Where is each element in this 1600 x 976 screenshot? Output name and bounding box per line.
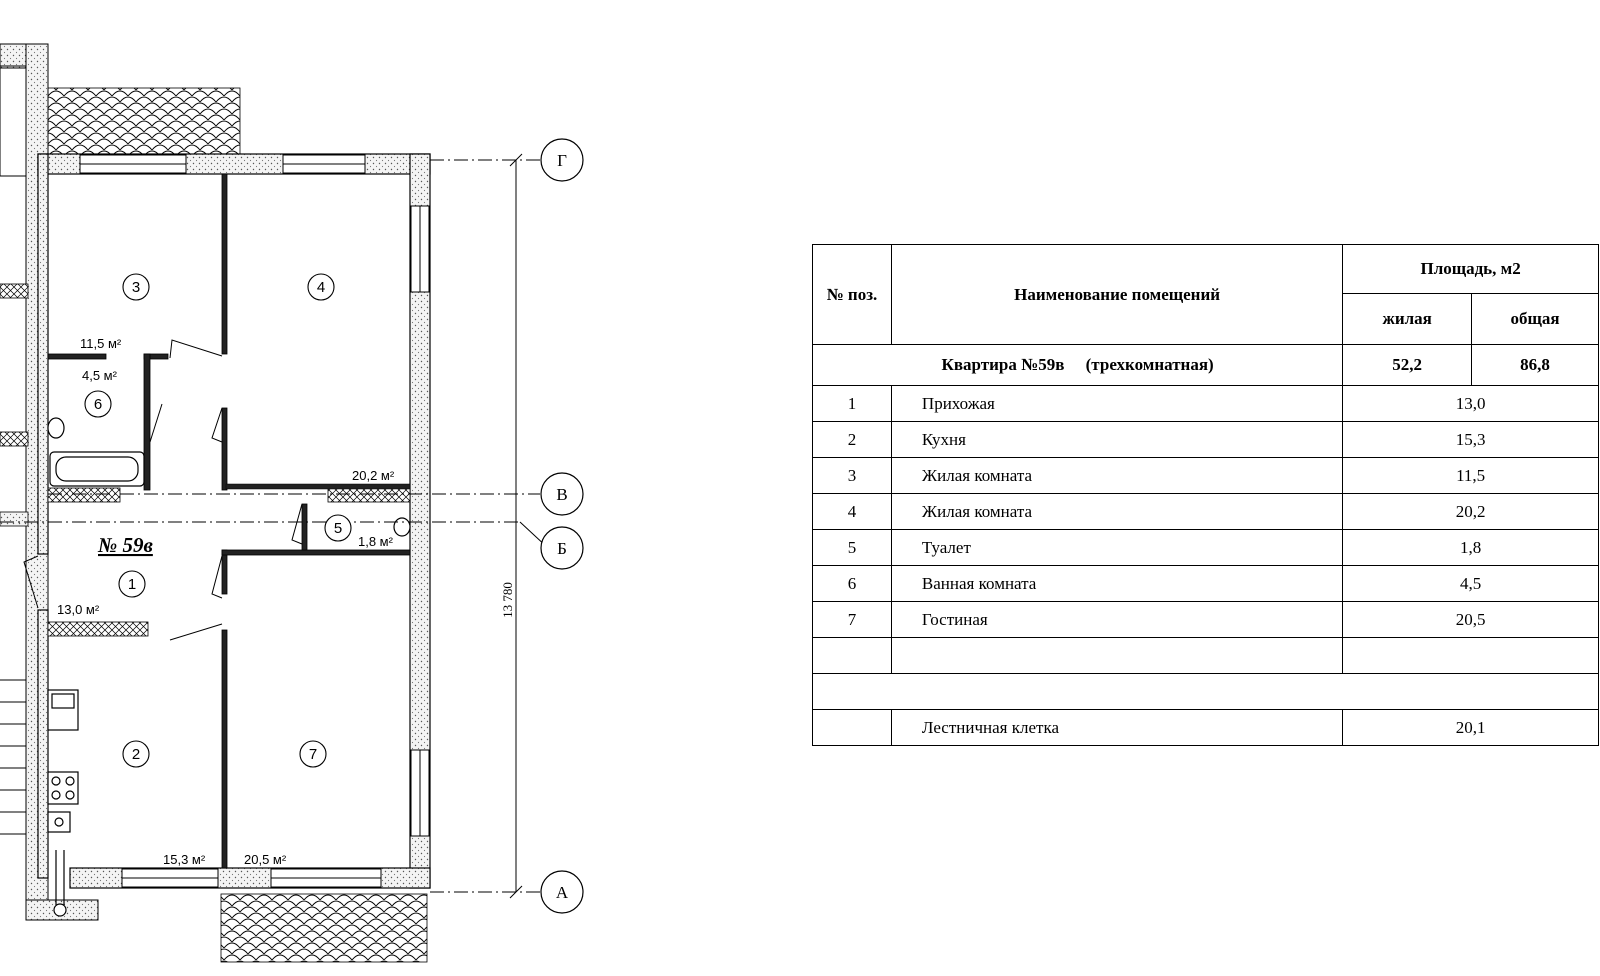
apartment-label: № 59в xyxy=(97,533,153,557)
row-pos: 6 xyxy=(812,565,892,602)
table-row: 7 Гостиная 20,5 xyxy=(812,601,1599,638)
row-name: Ванная комната xyxy=(890,565,1344,602)
row-area: 1,8 xyxy=(1342,529,1599,566)
stairs xyxy=(0,679,26,835)
row-name: Лестничная клетка xyxy=(890,709,1344,746)
dimension-line xyxy=(509,153,523,899)
toilet-icon xyxy=(393,517,411,537)
fixtures xyxy=(47,417,411,917)
table-row: Лестничная клетка 20,1 xyxy=(812,709,1599,746)
grid-strip xyxy=(0,283,29,299)
table-row: 6 Ванная комната 4,5 xyxy=(812,565,1599,602)
outer-wall-left xyxy=(37,153,49,555)
row-pos: 3 xyxy=(812,457,892,494)
grid-strip xyxy=(0,511,29,527)
room-area: 4,5 м² xyxy=(82,368,118,383)
axis-label: Г xyxy=(557,151,567,170)
header-total: общая xyxy=(1471,293,1599,345)
row-area: 15,3 xyxy=(1342,421,1599,458)
grid-strip xyxy=(47,621,149,637)
apartment-type: (трехкомнатная) xyxy=(1085,355,1214,374)
header-name: Наименование помещений xyxy=(890,244,1344,345)
apartment-living: 52,2 xyxy=(1342,344,1473,386)
table-row: 4 Жилая комната 20,2 xyxy=(812,493,1599,530)
grid-strip xyxy=(47,487,121,503)
row-area: 20,1 xyxy=(1342,709,1599,746)
table-row: 2 Кухня 15,3 xyxy=(812,421,1599,458)
dimension-value: 13 780 xyxy=(500,582,515,618)
row-name: Прихожая xyxy=(890,385,1344,422)
room-number: 3 xyxy=(132,279,140,296)
apartment-total: 86,8 xyxy=(1471,344,1599,386)
table-row: 5 Туалет 1,8 xyxy=(812,529,1599,566)
row-pos: 7 xyxy=(812,601,892,638)
empty-cell xyxy=(812,637,892,674)
row-area: 20,2 xyxy=(1342,493,1599,530)
grid-strip xyxy=(327,487,411,503)
left-wall-outer xyxy=(0,65,27,177)
room-number: 2 xyxy=(132,746,140,763)
room-number: 7 xyxy=(309,746,317,763)
room-number: 4 xyxy=(317,279,325,296)
room-markers xyxy=(84,273,352,768)
partition xyxy=(225,483,411,490)
axis-label: А xyxy=(556,883,569,902)
inner-walls xyxy=(47,173,411,869)
apartment-row-title: Квартира №59в (трехкомнатная) xyxy=(811,344,1344,386)
row-name: Туалет xyxy=(890,529,1344,566)
row-name: Жилая комната xyxy=(890,457,1344,494)
apartment-title: Квартира №59в xyxy=(941,355,1065,374)
roof-tiles-bottom xyxy=(220,893,428,963)
row-pos: 4 xyxy=(812,493,892,530)
room-area: 13,0 м² xyxy=(57,602,100,617)
room-number: 5 xyxy=(334,520,342,537)
header-area: Площадь, м2 xyxy=(1342,244,1599,294)
room-number: 1 xyxy=(128,576,136,593)
axis-label: В xyxy=(556,485,567,504)
row-pos: 1 xyxy=(812,385,892,422)
empty-cell xyxy=(890,637,1344,674)
room-area: 20,2 м² xyxy=(352,468,395,483)
stove-icon xyxy=(47,771,79,805)
table-row: 3 Жилая комната 11,5 xyxy=(812,457,1599,494)
row-name: Жилая комната xyxy=(890,493,1344,530)
doors xyxy=(23,339,303,641)
grid-strip xyxy=(0,431,29,447)
room-area: 11,5 м² xyxy=(80,336,122,351)
table-row: 1 Прихожая 13,0 xyxy=(812,385,1599,422)
row-area: 20,5 xyxy=(1342,601,1599,638)
room-area: 20,5 м² xyxy=(244,852,287,867)
row-pos: 5 xyxy=(812,529,892,566)
empty-row xyxy=(812,673,1599,710)
row-area: 11,5 xyxy=(1342,457,1599,494)
empty-cell xyxy=(1342,637,1599,674)
header-living: жилая xyxy=(1342,293,1473,345)
axis-lines xyxy=(0,159,540,893)
axis-markers: Г В Б А xyxy=(540,138,584,914)
roof-tiles-top xyxy=(47,87,241,155)
row-name: Кухня xyxy=(890,421,1344,458)
room-area: 1,8 м² xyxy=(358,534,394,549)
row-pos: 2 xyxy=(812,421,892,458)
empty-cell xyxy=(812,673,1599,710)
header-pos: № поз. xyxy=(812,244,892,345)
sink-icon xyxy=(47,417,65,439)
floor-plan: 13 780 Г В Б А 3 4 6 1 5 2 7 11,5 м² 4,5… xyxy=(0,43,584,963)
room-number: 6 xyxy=(94,396,102,413)
row-area: 4,5 xyxy=(1342,565,1599,602)
empty-row xyxy=(812,637,1599,674)
row-pos xyxy=(812,709,892,746)
axis-label: Б xyxy=(557,539,567,558)
room-area: 15,3 м² xyxy=(163,852,206,867)
area-table: № поз. Наименование помещений Площадь, м… xyxy=(811,244,1599,746)
windows xyxy=(79,154,430,888)
row-area: 13,0 xyxy=(1342,385,1599,422)
outer-wall-left xyxy=(37,609,49,879)
row-name: Гостиная xyxy=(890,601,1344,638)
